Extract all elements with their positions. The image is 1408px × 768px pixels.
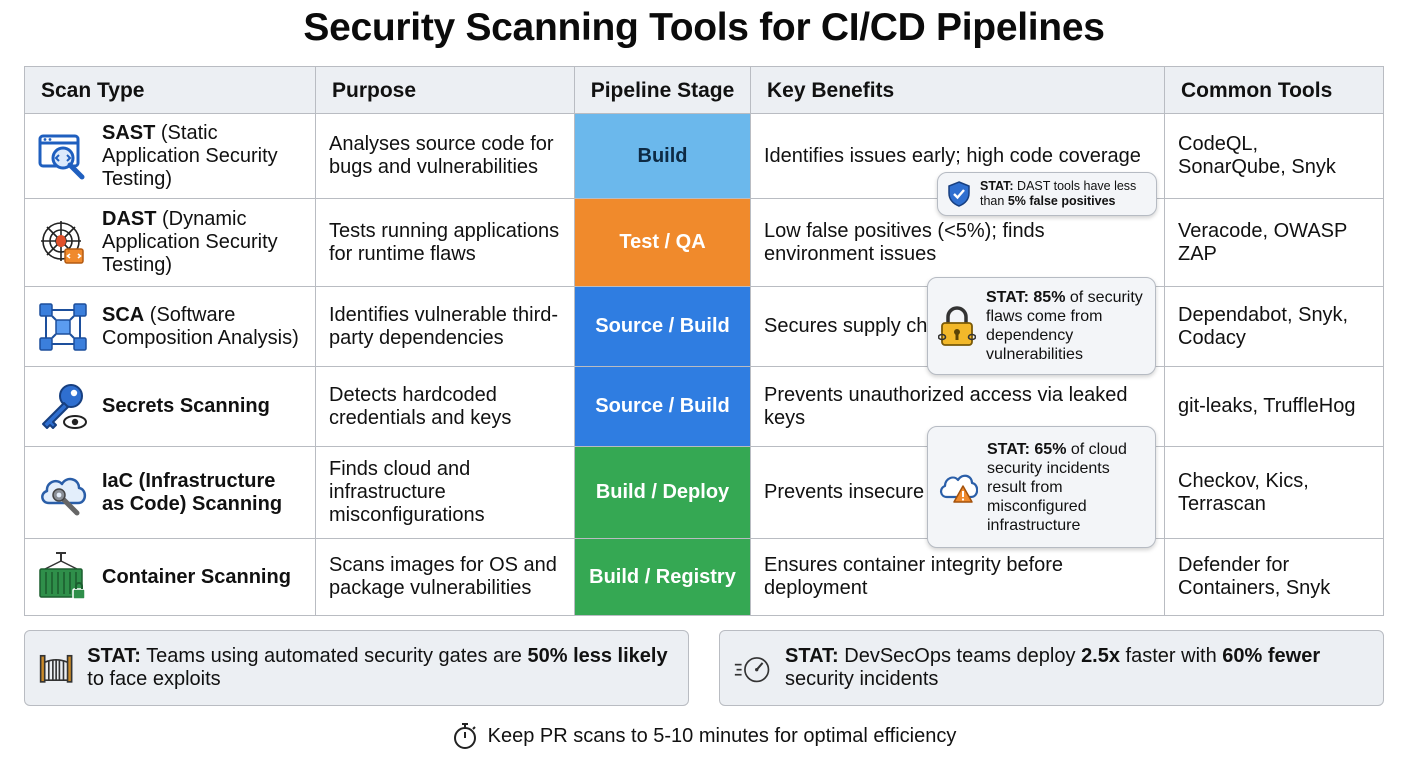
scan-type-dast: DAST (Dynamic Application Security Testi… (25, 199, 316, 287)
purpose-cell: Finds cloud and infrastructure misconfig… (316, 447, 575, 539)
scan-type-name: SAST (102, 121, 156, 144)
stage-badge: Source / Build (575, 367, 751, 447)
stage-badge: Source / Build (575, 287, 751, 367)
stat-security-gates: STAT: Teams using automated security gat… (24, 630, 689, 706)
scan-type-name: Secrets Scanning (102, 395, 270, 417)
header-key-benefits: Key Benefits (751, 67, 1165, 114)
security-gate-icon (39, 654, 73, 683)
tools-cell: Veracode, OWASP ZAP (1165, 199, 1383, 287)
stat-callout-dast: STAT: DAST tools have less than 5% false… (937, 172, 1157, 216)
stopwatch-icon (453, 723, 476, 749)
scan-tools-table: Scan Type Purpose Pipeline Stage Key Ben… (24, 66, 1384, 616)
tools-cell: Dependabot, Snyk, Codacy (1165, 287, 1383, 367)
purpose-cell: Identifies vulnerable third-party depend… (316, 287, 575, 367)
cloud-warning-icon (940, 474, 978, 503)
scan-type-desc: (Dynamic Application Security Testing) (102, 208, 278, 276)
padlock-chain-icon (938, 306, 976, 346)
stat-callout-iac: STAT: 65% of cloud security incidents re… (927, 426, 1156, 548)
benefits-cell: Low false positives (<5%); finds environ… (751, 199, 1165, 287)
stage-badge: Build (575, 114, 751, 199)
stat-devsecops: STAT: DevSecOps teams deploy 2.5x faster… (719, 630, 1384, 706)
scan-type-sast: SAST (Static Application Security Testin… (25, 114, 316, 199)
stage-badge: Build / Registry (575, 539, 751, 615)
benefits-cell: Ensures container integrity before deplo… (751, 539, 1165, 615)
shield-check-icon (948, 181, 970, 207)
container-lock-icon (37, 551, 89, 603)
purpose-cell: Detects hardcoded credentials and keys (316, 367, 575, 447)
header-purpose: Purpose (316, 67, 575, 114)
speedometer-icon (734, 657, 770, 683)
footer-text: Keep PR scans to 5-10 minutes for optima… (487, 724, 957, 747)
scan-type-name: Container Scanning (102, 565, 291, 588)
header-scan-type: Scan Type (25, 67, 316, 114)
page-title: Security Scanning Tools for CI/CD Pipeli… (303, 6, 1105, 49)
code-search-icon (37, 130, 89, 182)
purpose-cell: Scans images for OS and package vulnerab… (316, 539, 575, 615)
tools-cell: Checkov, Kics, Terrascan (1165, 447, 1383, 539)
footer-tip: Keep PR scans to 5-10 minutes for optima… (0, 722, 1408, 750)
purpose-cell: Analyses source code for bugs and vulner… (316, 114, 575, 199)
scan-type-name: DAST (102, 208, 157, 230)
key-eye-icon (37, 381, 89, 433)
web-bug-icon (37, 217, 89, 269)
header-common-tools: Common Tools (1165, 67, 1383, 114)
stage-badge: Test / QA (575, 199, 751, 287)
dependency-cubes-icon (37, 301, 89, 353)
tools-cell: Defender for Containers, Snyk (1178, 554, 1331, 599)
scan-type-container: Container Scanning (25, 539, 316, 615)
stage-badge: Build / Deploy (575, 447, 751, 539)
scan-type-secrets: Secrets Scanning (25, 367, 316, 447)
scan-type-iac: IaC (Infrastructure as Code) Scanning (25, 447, 316, 539)
scan-type-sca: SCA (Software Composition Analysis) (25, 287, 316, 367)
scan-type-name: SCA (102, 303, 145, 326)
scan-type-desc: (Static Application Security Testing) (102, 121, 278, 190)
tools-cell: CodeQL, SonarQube, Snyk (1165, 114, 1383, 199)
cloud-wrench-icon (37, 467, 89, 519)
header-pipeline-stage: Pipeline Stage (575, 67, 751, 114)
scan-type-name: IaC (Infrastructure as Code) Scanning (102, 469, 283, 515)
purpose-cell: Tests running applications for runtime f… (316, 199, 575, 287)
scan-type-desc: (Software Composition Analysis) (102, 303, 299, 349)
tools-cell: git-leaks, TruffleHog (1165, 367, 1383, 447)
stat-callout-sca: STAT: 85% of security flaws come from de… (927, 277, 1156, 375)
